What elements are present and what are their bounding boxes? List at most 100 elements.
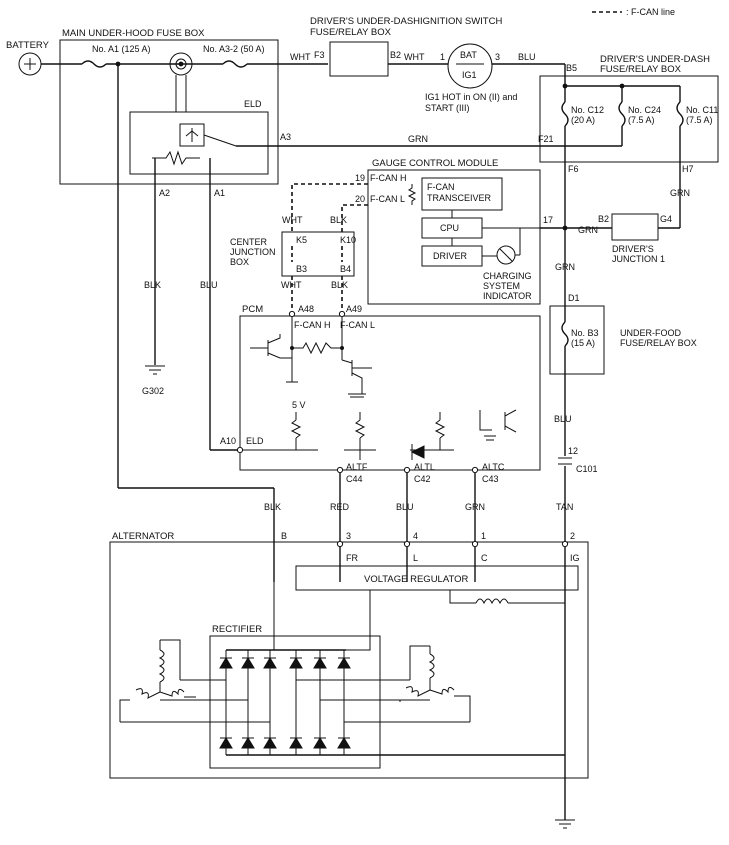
fuse-c24-label-2: (7.5 A) [628, 115, 655, 125]
alternator-terminal-1: 1 [481, 531, 486, 541]
alternator-terminal-3: 3 [346, 531, 351, 541]
alternator-l-label: L [413, 553, 418, 563]
terminal-19: 19 [355, 173, 365, 183]
wire-blu-4: BLU [396, 502, 414, 512]
fuse-b3-label-2: (15 A) [571, 338, 595, 348]
alternator-terminal-b: B [281, 531, 287, 541]
ignition-bat-terminal: BAT [460, 50, 477, 60]
center-junction-box [281, 231, 355, 277]
terminal-20: 20 [355, 194, 365, 204]
gauge-control-module-label: GAUGE CONTROL MODULE [372, 158, 498, 169]
fuse-a1-symbol [81, 60, 107, 68]
eld-box [129, 111, 269, 175]
ignition-switch-symbol [447, 43, 493, 89]
wire-red: RED [330, 502, 350, 512]
terminal-c43: C43 [482, 474, 499, 484]
under-food-label-2: FUSE/RELAY BOX [620, 338, 697, 348]
cpu-label: CPU [440, 223, 459, 233]
wire-blu-right: BLU [554, 414, 572, 424]
battery-label: BATTERY [6, 40, 50, 51]
gauge-control-module [367, 169, 541, 305]
voltage-regulator-label: VOLTAGE REGULATOR [364, 574, 468, 585]
pcm-f-can-h: F-CAN H [294, 320, 331, 330]
terminal-c42: C42 [414, 474, 431, 484]
fuse-c11-label-2: (7.5 A) [686, 115, 713, 125]
gcm-f-can-l: F-CAN L [370, 194, 405, 204]
alternator-ig-label: IG [570, 553, 580, 563]
rectifier-box [209, 635, 381, 769]
driver-fuse-box-top [329, 41, 389, 77]
driver-fuse-box-top-label-1: DRIVER'S UNDER-DASH [310, 16, 420, 27]
fuse-b3-label-1: No. B3 [571, 328, 599, 338]
wire-wht-1: WHT [290, 52, 311, 62]
ground-g302-symbol [145, 365, 165, 375]
charging-indicator-lamp [482, 228, 521, 265]
charging-indicator-label-2: SYSTEM [483, 281, 520, 291]
center-junction-label-1: CENTER [230, 237, 268, 247]
fuse-c24-symbol [618, 101, 626, 127]
wire-blu-left: BLU [200, 280, 218, 290]
voltage-regulator-box [295, 565, 579, 591]
driver-fuse-box-right-label-1: DRIVER'S UNDER-DASH [600, 54, 710, 65]
wire-blk-b: BLK [264, 502, 281, 512]
wire-blk-cjb-2: BLK [331, 280, 348, 290]
eld-sensor-coil [169, 52, 193, 112]
charging-indicator-label-3: INDICATOR [483, 291, 532, 301]
terminal-12: 12 [568, 446, 578, 456]
fuse-c12-label-1: No. C12 [571, 105, 604, 115]
terminal-g4: G4 [660, 214, 672, 224]
field-coil [449, 590, 565, 605]
wire-tan: TAN [556, 502, 573, 512]
fuse-a1-label: No. A1 (125 A) [92, 44, 151, 54]
driver-fuse-box-right [539, 75, 719, 163]
terminal-a3: A3 [280, 132, 291, 142]
alternator-terminal-4: 4 [413, 531, 418, 541]
alternator-box [109, 541, 589, 779]
fuse-c12-symbol [561, 101, 569, 127]
fuse-a3-2-label: No. A3-2 (50 A) [203, 44, 265, 54]
alternator-c-label: C [481, 553, 488, 563]
gcm-f-can-h: F-CAN H [370, 173, 407, 183]
terminal-f6: F6 [568, 164, 579, 174]
fuse-b3-symbol [561, 321, 569, 347]
under-food-fuse-box [549, 305, 605, 375]
f-can-h-line [291, 183, 368, 232]
stator-winding-right [399, 645, 471, 722]
wire-blu-top: BLU [518, 52, 536, 62]
legend-f-can-line: : F-CAN line [626, 7, 675, 17]
terminal-b4: B4 [340, 264, 351, 274]
alternator-ground-symbol [555, 819, 575, 829]
terminal-k10: K10 [340, 235, 356, 245]
wire-grn-right: GRN [670, 188, 690, 198]
fuse-c12-label-2: (20 A) [571, 115, 595, 125]
drivers-junction-box [611, 213, 659, 241]
pcm-altl-label: ALTL [414, 462, 435, 472]
terminal-a49: A49 [346, 304, 362, 314]
wire-wht-cjb: WHT [282, 215, 303, 225]
terminal-b2-top: B2 [390, 50, 401, 60]
wire-grn-a3: GRN [408, 134, 428, 144]
under-food-label-1: UNDER-FOOD [620, 328, 681, 338]
terminal-f3: F3 [314, 50, 325, 60]
terminal-17: 17 [543, 215, 553, 225]
connector-c101-label: C101 [576, 464, 598, 474]
main-fuse-box [59, 39, 279, 185]
main-fuse-box-label: MAIN UNDER-HOOD FUSE BOX [62, 28, 205, 39]
wire-wht-2: WHT [404, 52, 425, 62]
center-junction-label-3: BOX [230, 257, 249, 267]
drivers-junction-label-2: JUNCTION 1 [612, 254, 665, 264]
fuse-a3-2-symbol [222, 60, 248, 68]
eld-label: ELD [244, 99, 262, 109]
pcm-altf-label: ALTF [346, 462, 368, 472]
f-can-transceiver-label-1: F-CAN [427, 182, 455, 192]
pcm-altl-circuit [410, 412, 454, 460]
terminal-k5: K5 [296, 235, 307, 245]
pcm-eld-terminal: ELD [246, 436, 264, 446]
alternator-label: ALTERNATOR [112, 531, 174, 542]
pcm-5v-label: 5 V [292, 400, 306, 410]
driver-fuse-box-right-label-2: FUSE/RELAY BOX [600, 64, 682, 75]
pcm-can-interface-circuit [250, 317, 372, 398]
ground-g302-label: G302 [142, 386, 164, 396]
charging-indicator-label-1: CHARGING [483, 271, 532, 281]
